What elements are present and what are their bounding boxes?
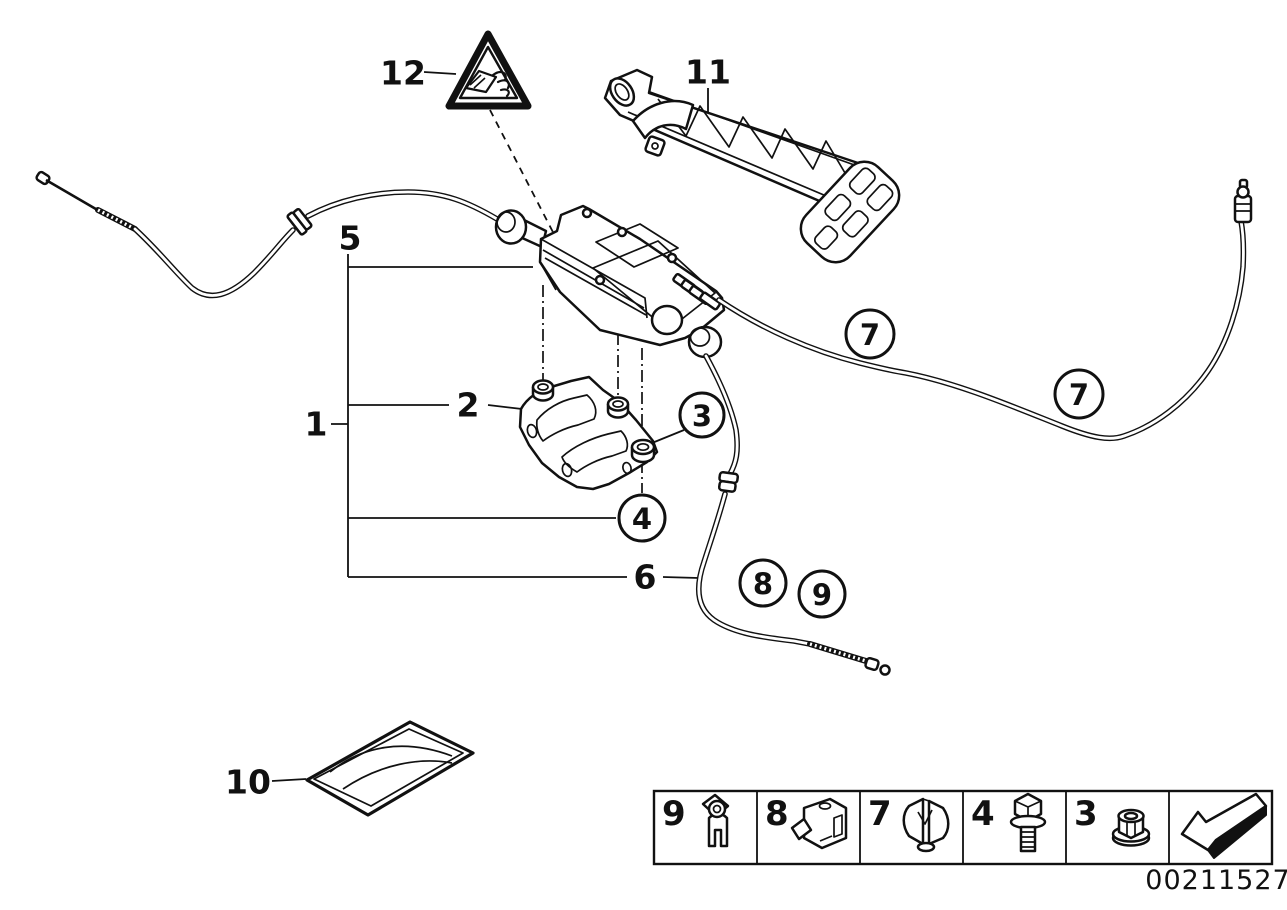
right-parking-brake-cable — [716, 178, 1253, 442]
pinch-hazard-glyph — [464, 69, 510, 98]
legend-cell-4: 4 — [971, 792, 1047, 853]
circled-callout-7a: 7 — [844, 308, 896, 360]
callout-label-5: 5 — [339, 219, 362, 258]
cable-end-holder-icon — [701, 793, 730, 848]
cable-end-fitting-right — [1233, 178, 1253, 224]
lower-cable-grommet — [687, 325, 723, 359]
legend-cell-3: 3 — [1074, 794, 1151, 847]
callout-label-11: 11 — [685, 53, 731, 92]
circled-callout-3-label: 3 — [692, 399, 712, 433]
grease-packet-part — [305, 720, 475, 817]
legend-num-8: 8 — [765, 794, 789, 834]
callout-label-12: 12 — [380, 54, 426, 93]
legend-num-3: 3 — [1074, 794, 1098, 834]
circled-callout-9-label: 9 — [812, 578, 832, 612]
circled-callout-8-label: 8 — [753, 567, 773, 601]
callout-label-1: 1 — [305, 405, 328, 444]
hex-flange-nut-icon — [1111, 808, 1151, 847]
parking-brake-actuator-part — [538, 204, 726, 359]
bracket-nut-3 — [630, 438, 656, 464]
cable-grommet — [494, 209, 548, 249]
bracket-nut-1 — [531, 379, 555, 402]
circled-callout-4: 4 — [617, 493, 667, 543]
hex-flange-bolt-icon — [1009, 792, 1047, 853]
guide-bracket-part — [603, 68, 901, 264]
warning-triangle-icon — [445, 30, 532, 110]
legend-cell-9: 9 — [662, 793, 730, 848]
circled-callout-4-label: 4 — [632, 502, 652, 536]
circled-callout-7b-label: 7 — [1069, 378, 1089, 412]
cable-collar — [286, 207, 313, 236]
circled-callout-3: 3 — [678, 391, 726, 439]
legend-cell-8: 8 — [765, 794, 848, 850]
cable-clip-icon — [902, 797, 950, 853]
circled-callout-9: 9 — [797, 569, 847, 619]
circled-callout-7a-label: 7 — [860, 318, 880, 352]
callout-label-6: 6 — [634, 558, 657, 597]
cable-collar-lower — [717, 470, 740, 493]
legend-num-4: 4 — [971, 794, 995, 834]
callout-label-10: 10 — [225, 763, 271, 802]
part-number: 00211527 — [1145, 865, 1287, 896]
bracket-nut-2 — [606, 396, 630, 419]
circled-callout-7b: 7 — [1053, 368, 1105, 420]
direction-arrow-icon — [1180, 792, 1268, 859]
legend-num-7: 7 — [868, 794, 892, 834]
cable-end-fitting-lower — [864, 656, 891, 676]
left-parking-brake-cable — [35, 170, 548, 299]
cable-output-fitting — [672, 272, 721, 311]
circled-callout-8: 8 — [738, 558, 788, 608]
lower-parking-brake-cable — [696, 353, 891, 676]
callout-label-2: 2 — [457, 386, 480, 425]
callout-lines — [271, 71, 709, 782]
legend-num-9: 9 — [662, 794, 686, 834]
legend-strip: 9 8 7 — [652, 789, 1274, 866]
legend-cell-direction — [1180, 792, 1268, 859]
cable-clamp-icon — [790, 797, 848, 850]
legend-cell-7: 7 — [868, 794, 950, 853]
mounting-bracket-part — [518, 375, 659, 491]
